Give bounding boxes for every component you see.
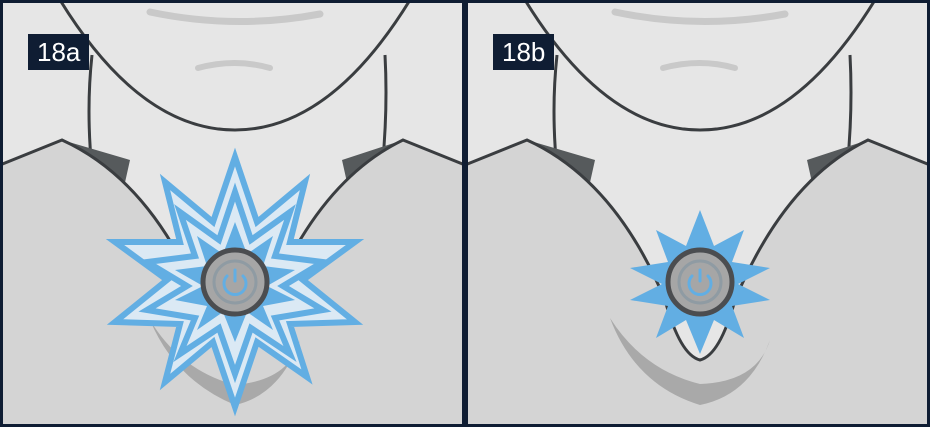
panel-label-18a: 18a xyxy=(28,34,89,70)
device-button xyxy=(668,250,732,314)
panel-18a: 18a xyxy=(0,0,465,427)
device-button xyxy=(203,250,267,314)
panel-18b: 18b xyxy=(465,0,930,427)
panel-label-18b: 18b xyxy=(493,34,554,70)
